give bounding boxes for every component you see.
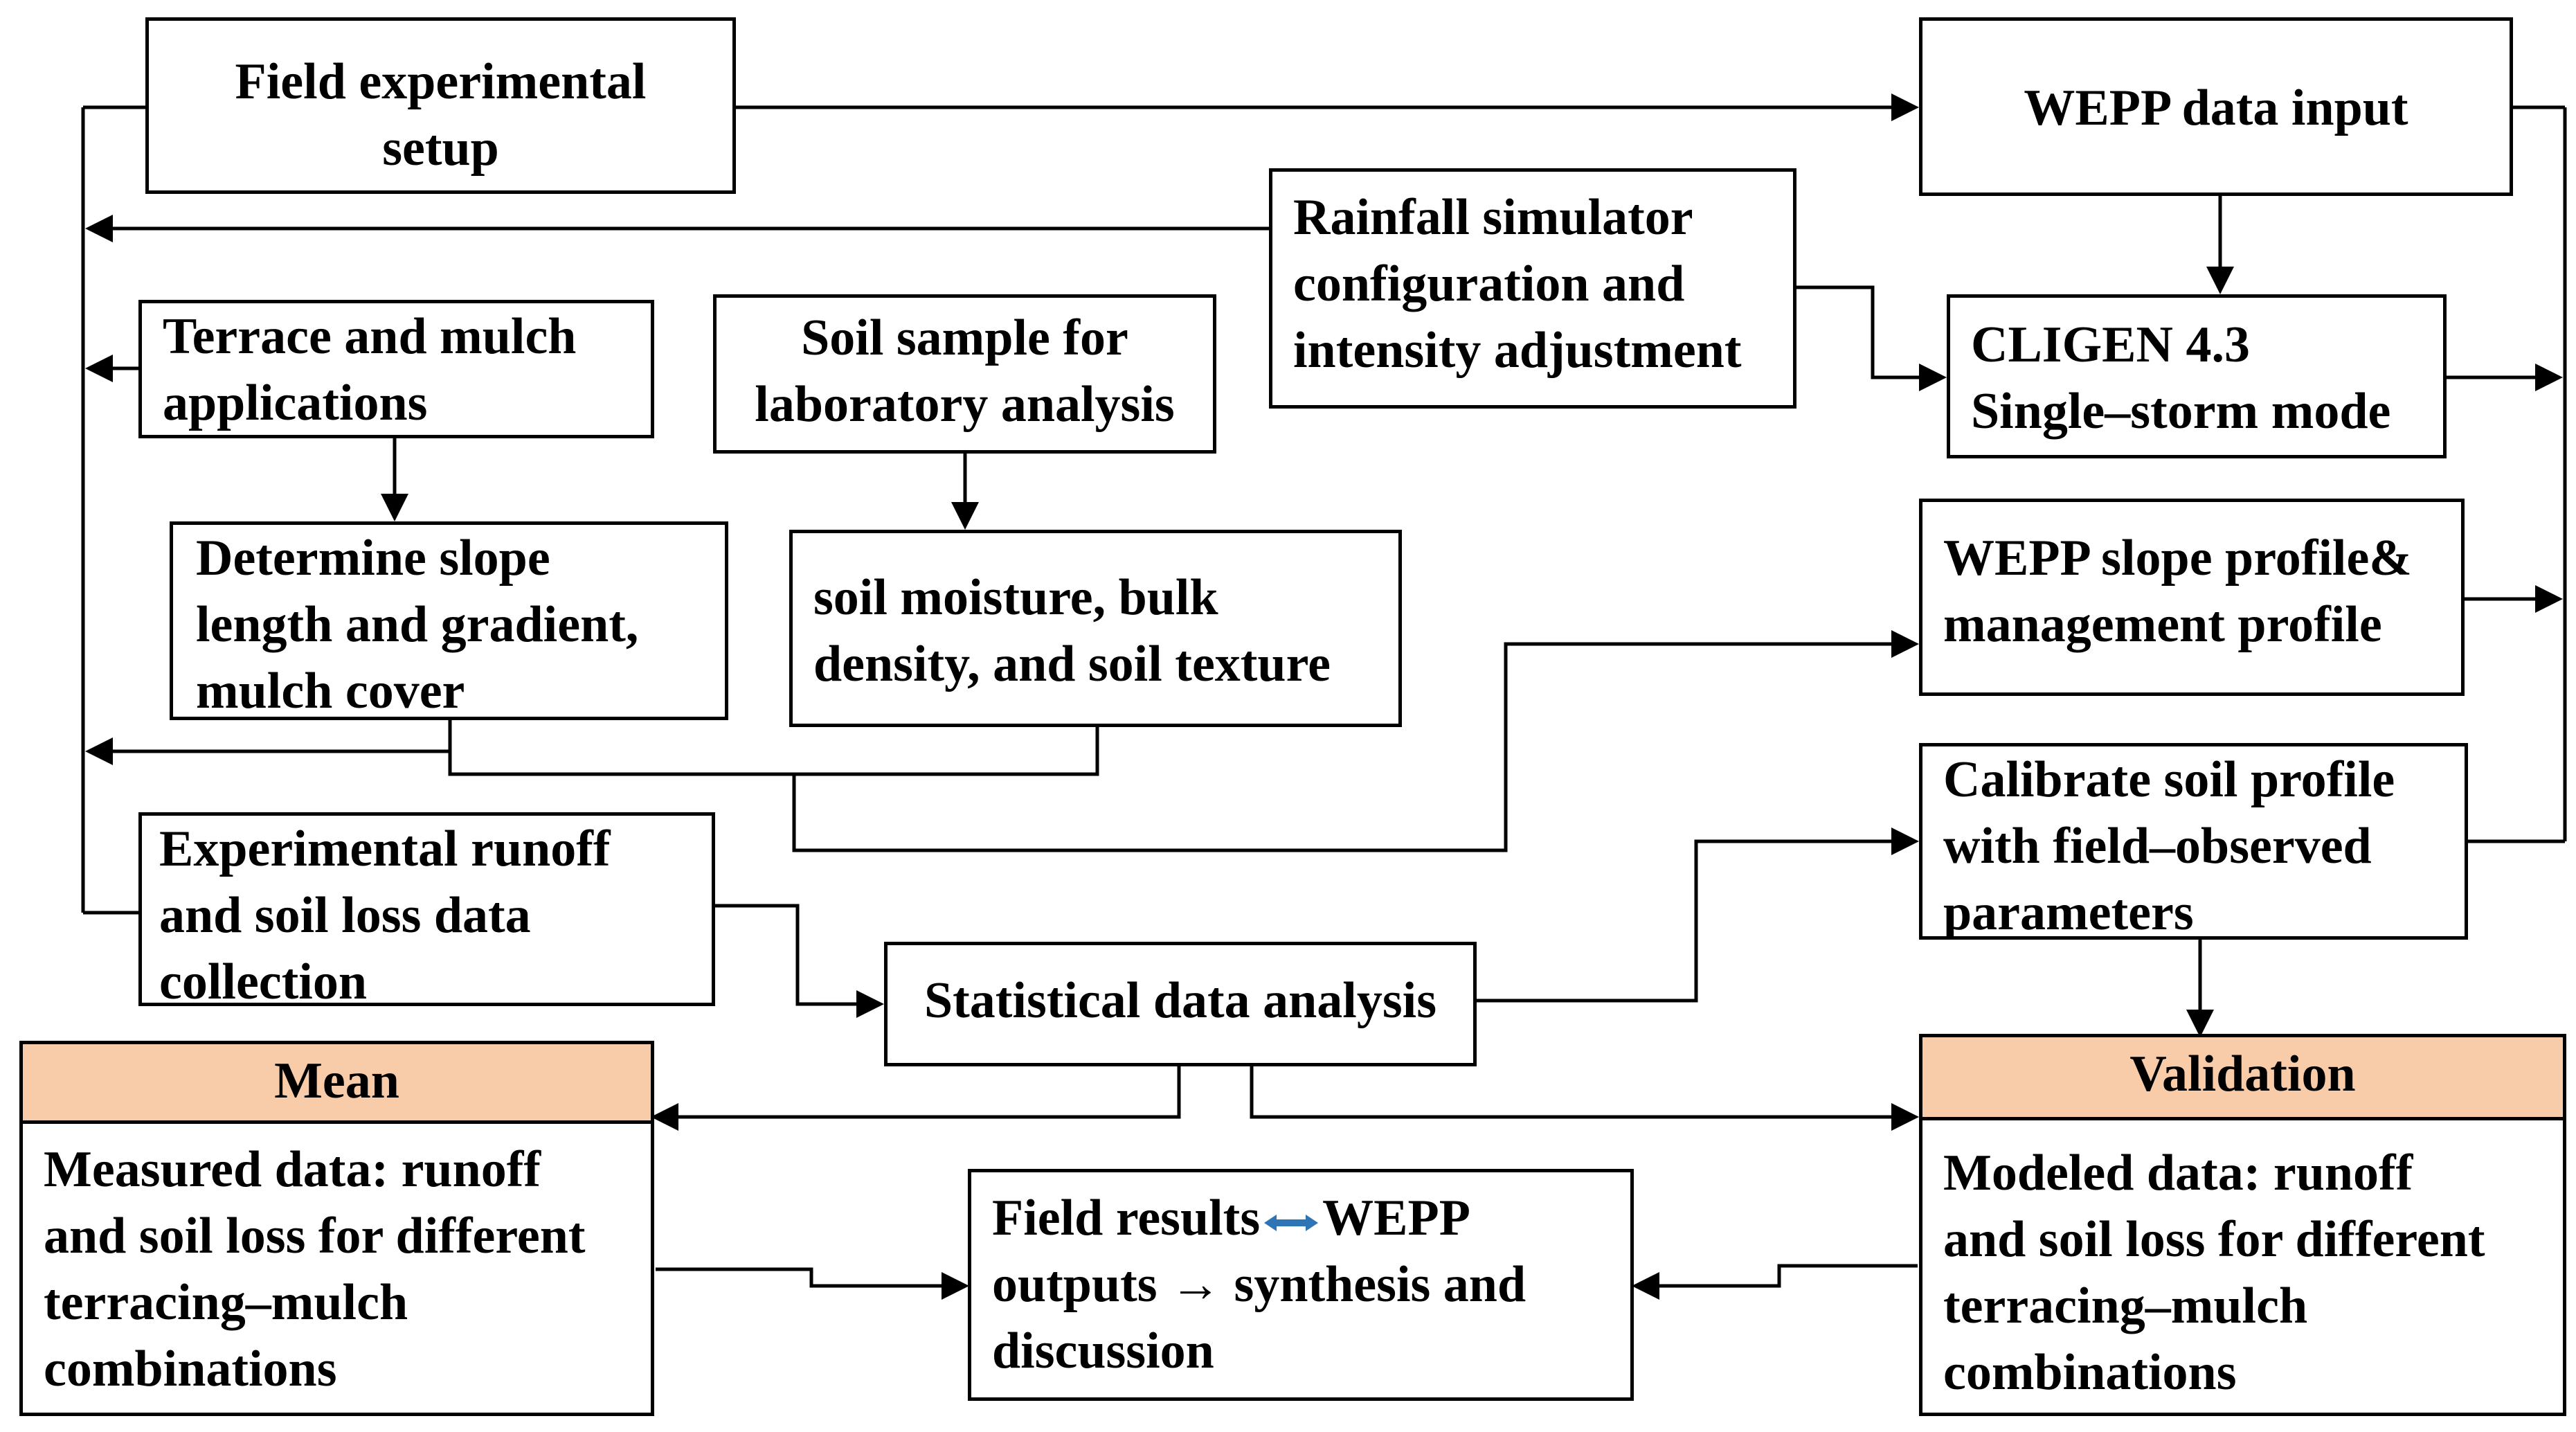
soil-moisture-box: soil moisture, bulk density, and soil te… <box>789 530 1402 727</box>
wepp-slope-box: WEPP slope profile& management profile <box>1919 499 2465 696</box>
soil-moisture-line-1: soil moisture, bulk <box>813 569 1218 626</box>
arrow-stats-to-mean <box>651 1066 1181 1131</box>
slope-line-1: Determine slope <box>196 530 550 587</box>
cligen-line-2: Single–storm mode <box>1971 383 2391 440</box>
slope-line-3: mulch cover <box>196 663 465 719</box>
modeled-line-1: Modeled data: runoff <box>1943 1145 2413 1201</box>
synthesis-line-2: outputs → synthesis and <box>992 1256 1526 1313</box>
connector-slope-moisture-join <box>448 720 1099 776</box>
stats-line-1: Statistical data analysis <box>924 972 1437 1029</box>
cligen-box: CLIGEN 4.3 Single–storm mode <box>1947 294 2447 458</box>
mean-header: Mean <box>19 1041 654 1124</box>
arrow-stats-to-calibrate <box>1477 827 1919 1003</box>
synthesis-field-results: Field results <box>992 1190 1261 1246</box>
runoff-line-1: Experimental runoff <box>159 821 611 877</box>
measured-line-1: Measured data: runoff <box>44 1141 541 1198</box>
synthesis-line-1: Field results WEPP <box>992 1185 1611 1251</box>
arrow-rainfall-to-cligen <box>1796 285 1947 391</box>
measured-box: Measured data: runoff and soil loss for … <box>19 1120 654 1416</box>
rainfall-line-2: configuration and <box>1293 256 1685 312</box>
soil-sample-line-2: laboratory analysis <box>755 376 1175 433</box>
arrow-join-to-wepp-slope <box>792 630 1919 852</box>
modeled-line-3: terracing–mulch <box>1943 1278 2308 1334</box>
double-arrow-icon <box>1264 1215 1319 1232</box>
arrow-stats-to-validation <box>1250 1066 1919 1131</box>
measured-line-3: terracing–mulch <box>44 1274 408 1331</box>
wepp-slope-line-1: WEPP slope profile& <box>1943 530 2412 587</box>
calibrate-line-3: parameters <box>1943 884 2194 940</box>
arrow-runoff-to-stats <box>715 904 884 1018</box>
terrace-line-1: Terrace and mulch <box>163 308 577 365</box>
validation-header: Validation <box>1919 1034 2566 1120</box>
modeled-box: Modeled data: runoff and soil loss for d… <box>1919 1117 2566 1416</box>
cligen-line-1: CLIGEN 4.3 <box>1971 316 2250 373</box>
field-setup-line-2: setup <box>382 120 499 177</box>
wepp-input-line-1: WEPP data input <box>2024 80 2408 136</box>
calibrate-box: Calibrate soil profile with field–observ… <box>1919 743 2468 940</box>
arrow-measured-to-synthesis <box>656 1267 969 1300</box>
rainfall-line-1: Rainfall simulator <box>1293 189 1693 246</box>
field-setup-line-1: Field experimental <box>235 53 647 110</box>
modeled-line-4: combinations <box>1943 1344 2237 1401</box>
field-setup-box: Field experimental setup <box>145 17 736 194</box>
terrace-box: Terrace and mulch applications <box>138 300 654 438</box>
soil-sample-line-1: Soil sample for <box>801 310 1128 366</box>
wepp-slope-line-2: management profile <box>1943 596 2382 653</box>
slope-box: Determine slope length and gradient, mul… <box>170 521 728 720</box>
validation-header-label: Validation <box>2129 1046 2356 1102</box>
runoff-line-2: and soil loss data <box>159 887 531 944</box>
mean-header-label: Mean <box>274 1053 399 1109</box>
measured-line-4: combinations <box>44 1341 337 1397</box>
rainfall-box: Rainfall simulator configuration and int… <box>1269 168 1796 409</box>
synthesis-wepp: WEPP <box>1322 1190 1470 1246</box>
measured-line-2: and soil loss for different <box>44 1208 586 1264</box>
slope-line-2: length and gradient, <box>196 596 639 653</box>
stats-box: Statistical data analysis <box>884 942 1477 1066</box>
rainfall-line-3: intensity adjustment <box>1293 322 1742 379</box>
arrow-modeled-to-synthesis <box>1632 1264 1918 1300</box>
modeled-line-2: and soil loss for different <box>1943 1211 2485 1268</box>
calibrate-line-2: with field–observed <box>1943 818 2372 875</box>
soil-moisture-line-2: density, and soil texture <box>813 636 1331 692</box>
soil-sample-box: Soil sample for laboratory analysis <box>713 294 1216 454</box>
terrace-line-2: applications <box>163 375 428 431</box>
synthesis-box: Field results WEPP outputs → synthesis an… <box>968 1169 1634 1401</box>
runoff-box: Experimental runoff and soil loss data c… <box>138 812 715 1006</box>
wepp-input-box: WEPP data input <box>1919 17 2513 196</box>
synthesis-line-3: discussion <box>992 1323 1214 1379</box>
runoff-line-3: collection <box>159 954 368 1006</box>
calibrate-line-1: Calibrate soil profile <box>1943 751 2395 808</box>
